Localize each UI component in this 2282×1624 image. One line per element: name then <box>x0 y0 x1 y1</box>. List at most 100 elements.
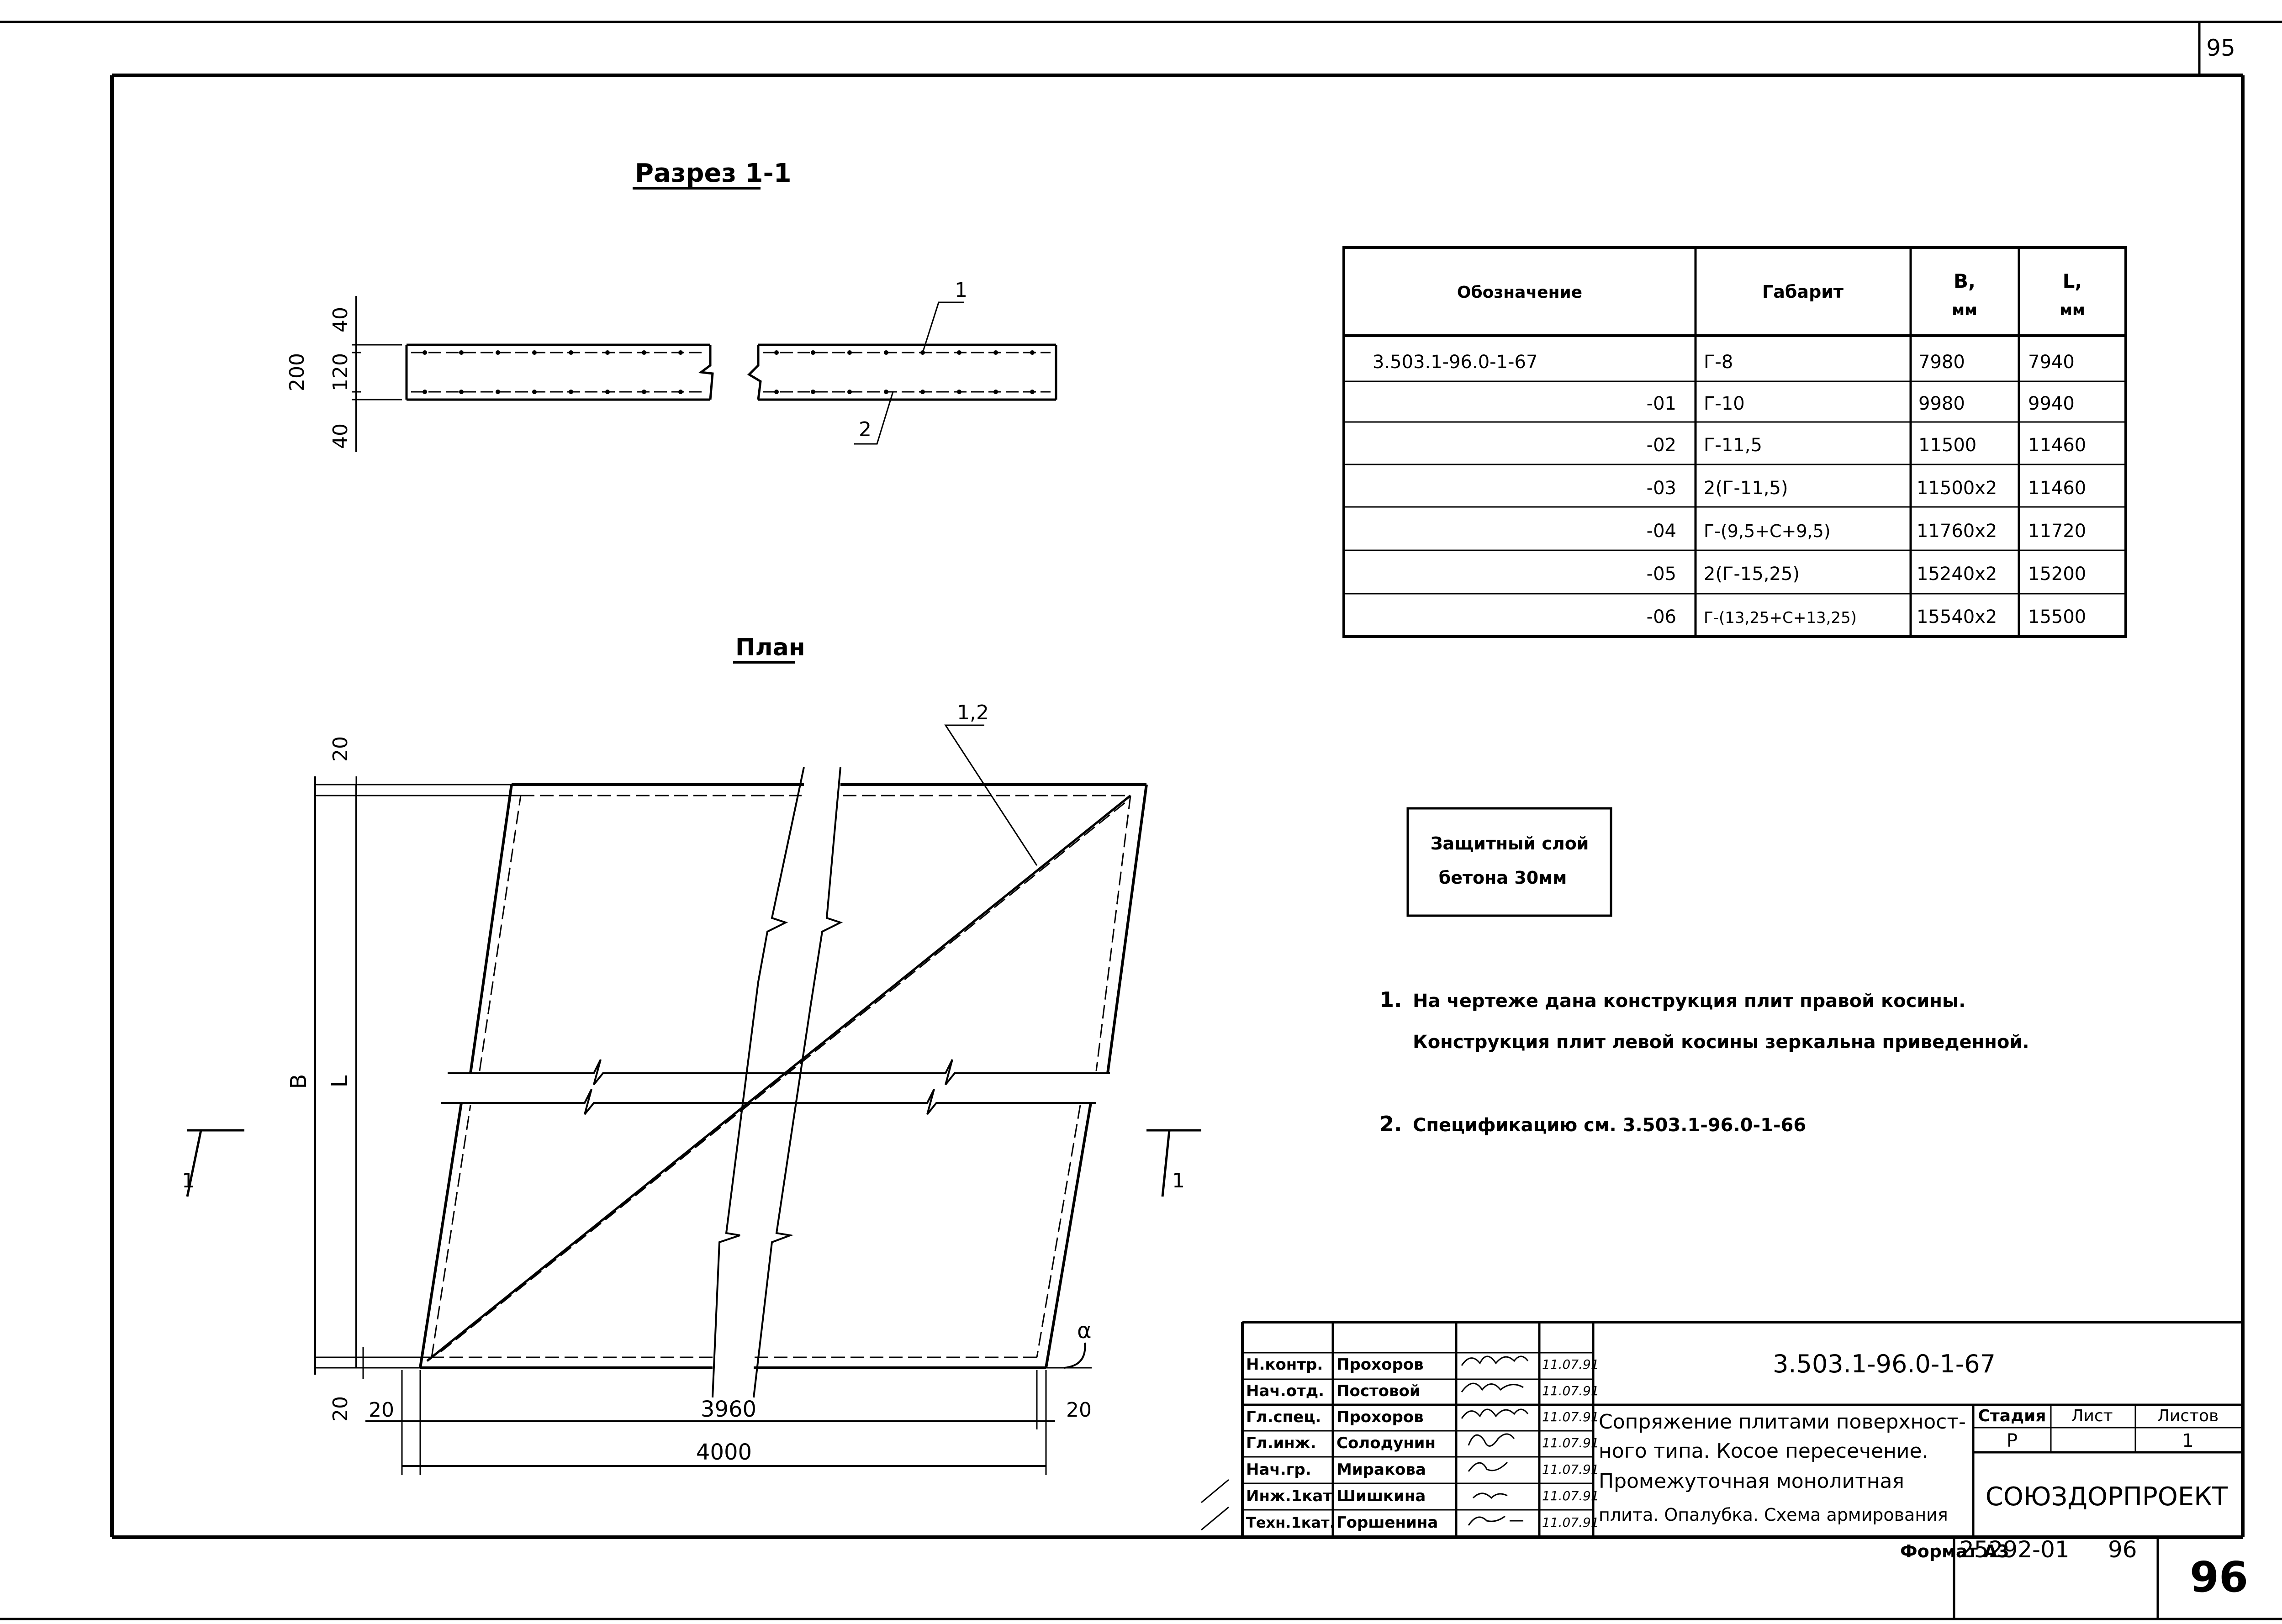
sheet-label: Лист <box>2071 1407 2113 1425</box>
table-row-4-designation: -04 <box>1647 521 1676 542</box>
name-5: Шишкина <box>1336 1487 1426 1505</box>
plan-label-L: L <box>327 1075 353 1087</box>
date-1: 11.07.91 <box>1542 1383 1599 1398</box>
date-6: 11.07.91 <box>1542 1515 1599 1530</box>
table-row-2-L: 11460 <box>2028 435 2086 456</box>
name-2: Прохоров <box>1336 1408 1424 1426</box>
plan-dim-right-20: 20 <box>1066 1398 1092 1422</box>
name-3: Солодунин <box>1336 1434 1436 1452</box>
archive-number: 25292-01 <box>1960 1536 2070 1563</box>
table-row-6-gabarit: Г-(13,25+С+13,25) <box>1704 609 1857 627</box>
protective-line-1: Защитный слой <box>1431 833 1589 854</box>
signatures <box>1461 1355 1529 1526</box>
note-1-number: 1. <box>1379 987 1402 1012</box>
date-4: 11.07.91 <box>1542 1462 1599 1477</box>
role-2: Гл.спец. <box>1246 1408 1321 1426</box>
table-header-L: L, <box>2063 270 2082 292</box>
plan-title: План <box>735 634 805 661</box>
doc-title-line-3: Промежуточная монолитная <box>1599 1470 1904 1493</box>
plan-cut-left: 1 <box>182 1169 195 1192</box>
table-row-1-designation: -01 <box>1647 393 1676 414</box>
name-0: Прохоров <box>1336 1355 1424 1374</box>
section-callout-2: 2 <box>859 418 872 441</box>
role-4: Нач.гр. <box>1246 1461 1311 1479</box>
note-1-line-2: Конструкция плит левой косины зеркальна … <box>1413 1032 2029 1053</box>
name-6: Горшенина <box>1336 1513 1438 1532</box>
organization: СОЮЗДОРПРОЕКТ <box>1986 1482 2228 1512</box>
plan-slab <box>186 724 1201 1475</box>
plan-callout-1-2: 1,2 <box>957 701 989 724</box>
table-row-2-designation: -02 <box>1647 435 1676 456</box>
role-6: Техн.1кат. <box>1246 1514 1335 1531</box>
table-grid <box>1342 246 2127 638</box>
table-row-5-gabarit: 2(Г-15,25) <box>1704 564 1800 585</box>
section-callout-1: 1 <box>955 279 967 302</box>
table-header-gabarit: Габарит <box>1762 282 1844 302</box>
variants-table: Обозначение Габарит B, мм L, мм 3.503.1-… <box>1342 246 2127 638</box>
table-row-3-designation: -03 <box>1647 478 1676 499</box>
table-row-0-B: 7980 <box>1918 352 1965 373</box>
title-block-code: 3.503.1-96.0-1-67 <box>1773 1350 1996 1378</box>
role-5: Инж.1кат <box>1246 1487 1332 1505</box>
table-row-4-B: 11760x2 <box>1917 521 1997 542</box>
table-row-1-gabarit: Г-10 <box>1704 393 1745 414</box>
table-row-2-B: 11500 <box>1918 435 1976 456</box>
archive-sheet: 96 <box>2108 1536 2137 1563</box>
table-row-6-designation: -06 <box>1647 606 1676 627</box>
stage-value: Р <box>2007 1430 2018 1451</box>
table-row-3-gabarit: 2(Г-11,5) <box>1704 478 1788 499</box>
format-label: Формат А3 <box>1900 1541 2009 1561</box>
plan-dim-3960: 3960 <box>701 1397 756 1422</box>
section-1-1: Разрез 1-1 <box>285 158 1057 452</box>
notes: 1. На чертеже дана конструкция плит прав… <box>1379 987 2029 1136</box>
title-block: 3.503.1-96.0-1-67 Н.контр. Нач.отд. Гл.с… <box>1201 1321 2243 1537</box>
date-5: 11.07.91 <box>1542 1488 1599 1503</box>
table-row-6-L: 15500 <box>2028 606 2086 627</box>
plan-dim-bottom-20: 20 <box>329 1396 352 1422</box>
name-1: Постовой <box>1336 1382 1421 1400</box>
plan-cut-right: 1 <box>1172 1169 1185 1192</box>
date-3: 11.07.91 <box>1542 1435 1599 1450</box>
date-2: 11.07.91 <box>1542 1409 1599 1424</box>
plan-dim-top-20: 20 <box>329 736 352 762</box>
table-row-3-B: 11500x2 <box>1917 478 1997 499</box>
table-row-2-gabarit: Г-11,5 <box>1704 435 1762 456</box>
sheets-value: 1 <box>2182 1430 2193 1451</box>
table-header-B: B, <box>1954 270 1976 292</box>
table-row-0-gabarit: Г-8 <box>1704 352 1733 373</box>
sheet-number: 96 <box>2190 1553 2248 1602</box>
section-title: Разрез 1-1 <box>635 158 792 188</box>
table-row-1-L: 9940 <box>2028 393 2075 414</box>
plan-dim-left-20: 20 <box>369 1398 394 1422</box>
table-row-0-designation: 3.503.1-96.0-1-67 <box>1373 352 1537 373</box>
role-1: Нач.отд. <box>1246 1382 1324 1400</box>
protective-line-2: бетона 30мм <box>1439 868 1567 888</box>
role-3: Гл.инж. <box>1246 1434 1316 1452</box>
section-rebar-dots <box>423 350 1035 394</box>
table-header-designation: Обозначение <box>1457 283 1582 302</box>
table-header-L-unit: мм <box>2060 301 2085 319</box>
section-dim-bottom: 40 <box>329 423 352 449</box>
table-row-3-L: 11460 <box>2028 478 2086 499</box>
section-dim-total: 200 <box>285 353 309 391</box>
protective-layer-box: Защитный слой бетона 30мм <box>1406 807 1612 917</box>
note-1-line-1: На чертеже дана конструкция плит правой … <box>1413 991 1965 1012</box>
table-row-1-B: 9980 <box>1918 393 1965 414</box>
date-0: 11.07.91 <box>1542 1357 1599 1372</box>
table-row-5-L: 15200 <box>2028 564 2086 585</box>
doc-title-line-2: ного типа. Косое пересечение. <box>1599 1439 1928 1463</box>
table-row-4-L: 11720 <box>2028 521 2086 542</box>
table-row-5-B: 15240x2 <box>1917 564 1997 585</box>
stage-label: Стадия <box>1978 1407 2046 1425</box>
doc-title-line-1: Сопряжение плитами поверхност- <box>1599 1410 1966 1434</box>
title-block-grid <box>1201 1321 2243 1537</box>
table-row-0-L: 7940 <box>2028 352 2075 373</box>
plan-view: План <box>182 634 1201 1475</box>
sheet-top-number: 95 <box>2206 35 2235 61</box>
section-dim-middle: 120 <box>329 353 352 391</box>
table-header-B-unit: мм <box>1952 301 1977 319</box>
name-4: Миракова <box>1336 1461 1426 1479</box>
plan-label-alpha: α <box>1077 1318 1092 1344</box>
sheets-label: Листов <box>2157 1407 2219 1425</box>
